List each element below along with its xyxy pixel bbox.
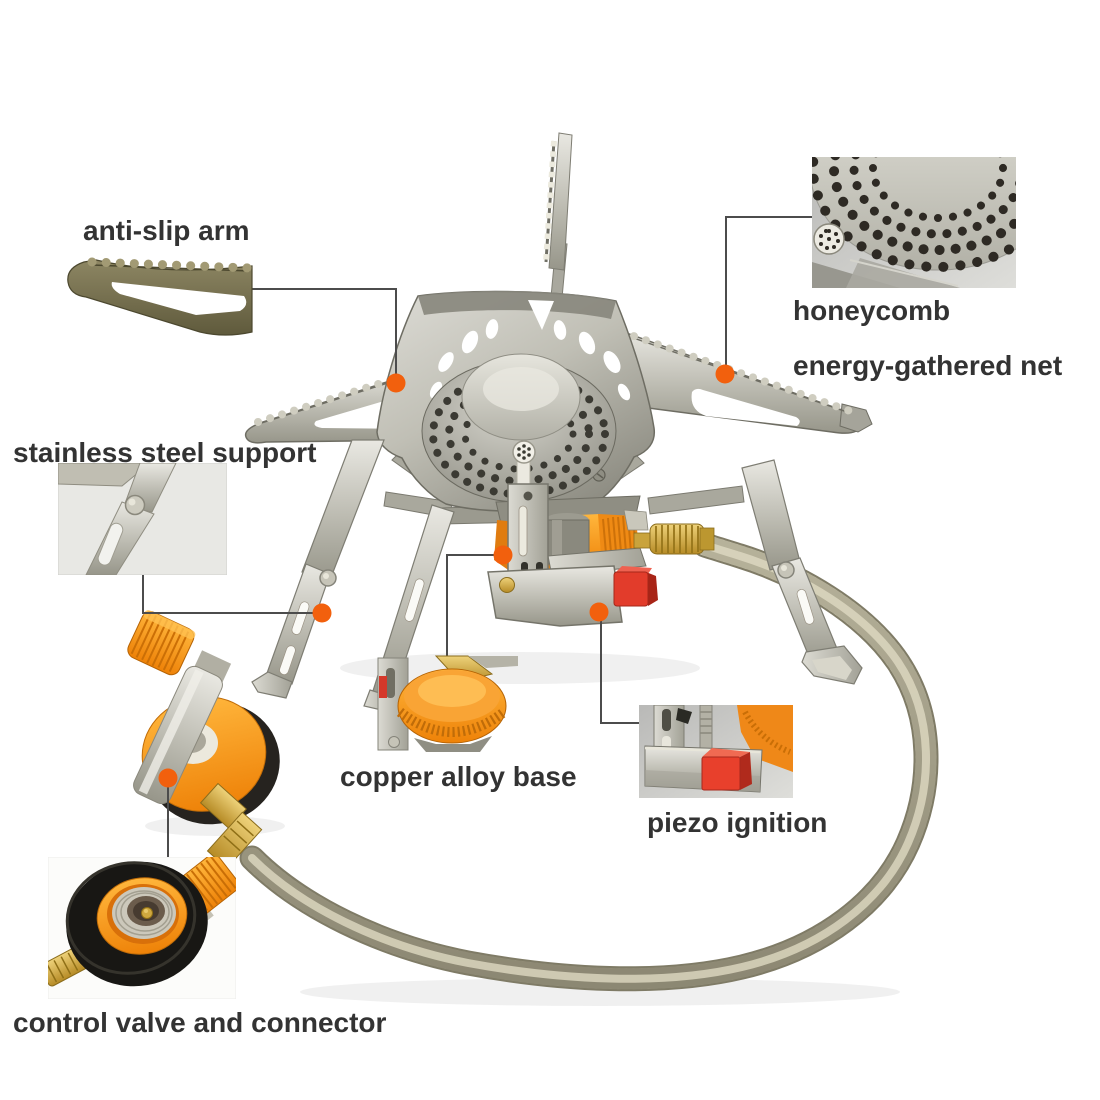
marker-dot-support	[312, 603, 332, 623]
inset-honeycomb-net	[812, 157, 1016, 288]
pilot-disc-holes	[517, 444, 531, 460]
piezo-button-closeup	[701, 748, 752, 791]
label-honeycomb-line2: energy-gathered net	[793, 350, 1063, 381]
brass-knurling	[655, 525, 699, 553]
flame-disc-holes	[819, 229, 840, 250]
inset-control-valve	[48, 857, 236, 999]
callout-line-honeycomb	[725, 216, 812, 367]
marker-dots	[158, 364, 735, 788]
marker-dot-valve	[158, 768, 178, 788]
label-copper-alloy-base: copper alloy base	[340, 761, 577, 792]
callout-line-piezo	[600, 619, 639, 724]
center-assembly	[487, 483, 715, 627]
marker-dot-piezo	[589, 602, 609, 622]
callout-line-copper	[446, 554, 496, 656]
right-leg	[741, 459, 863, 685]
burner-head	[421, 353, 617, 503]
inset-anti-slip-arm	[67, 257, 255, 336]
callout-line-support	[142, 575, 315, 614]
marker-dot-anti-slip	[386, 373, 406, 393]
callout-line-anti-slip	[252, 288, 397, 376]
label-control-valve-connector: control valve and connector	[13, 1007, 387, 1038]
inset-copper-base	[377, 655, 518, 752]
callout-lines	[142, 216, 812, 857]
label-anti-slip-arm: anti-slip arm	[83, 215, 250, 246]
folded-top-arm	[543, 132, 573, 299]
marker-dot-honeycomb	[715, 364, 735, 384]
valve-knob	[127, 610, 196, 676]
valve-body	[133, 650, 232, 805]
label-stainless-steel-support: stainless steel support	[13, 437, 317, 468]
inset-piezo-ignition	[639, 705, 793, 798]
label-piezo-ignition: piezo ignition	[647, 807, 828, 838]
marker-dot-copper	[493, 545, 513, 565]
left-leg	[251, 439, 385, 699]
inset-stainless-support	[58, 463, 227, 575]
piezo-button	[613, 566, 658, 607]
label-honeycomb-line1: honeycomb	[793, 295, 951, 326]
right-pot-arm	[617, 328, 873, 434]
